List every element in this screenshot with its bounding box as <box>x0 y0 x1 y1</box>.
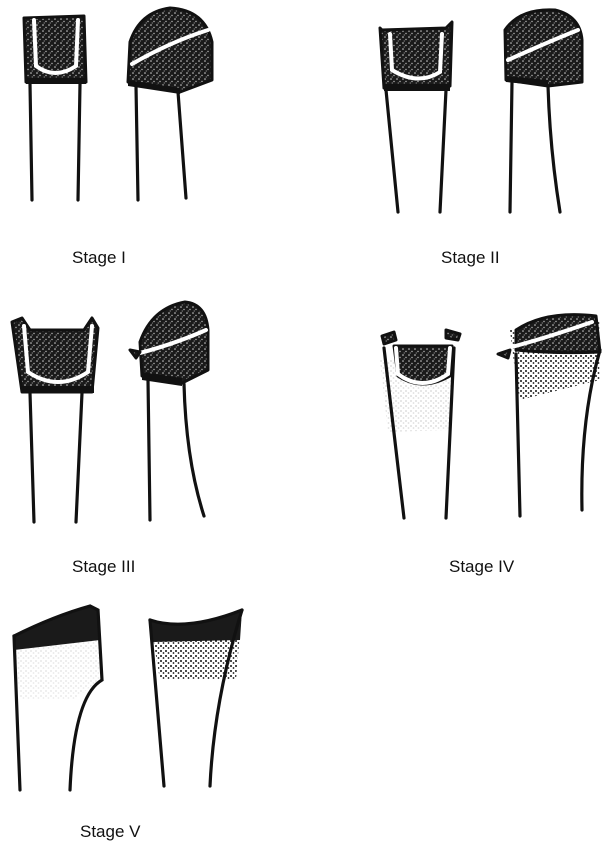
stage-3-ap-view <box>12 318 98 522</box>
stage-1-drawing <box>24 8 212 200</box>
stage-4-ap-view <box>380 330 460 518</box>
stage-1-lateral-view <box>128 8 212 200</box>
stage-5-label: Stage V <box>80 822 141 842</box>
stage-3-label: Stage III <box>72 557 135 577</box>
stage-4-lateral-view <box>498 315 600 516</box>
stage-5-ap-view <box>14 606 102 790</box>
stage-5-drawing <box>14 606 242 790</box>
stage-2-ap-view <box>380 22 452 212</box>
stage-5-lateral-view <box>150 610 242 786</box>
stage-4-drawing <box>380 315 600 518</box>
stage-3-lateral-view <box>128 302 208 520</box>
stage-2-label: Stage II <box>441 248 500 268</box>
stage-4-label: Stage IV <box>449 557 514 577</box>
stage-1-ap-view <box>24 16 86 200</box>
stage-3-drawing <box>12 302 208 522</box>
stage-2-lateral-view <box>505 10 582 212</box>
stage-1-label: Stage I <box>72 248 126 268</box>
stage-2-drawing <box>380 10 582 212</box>
